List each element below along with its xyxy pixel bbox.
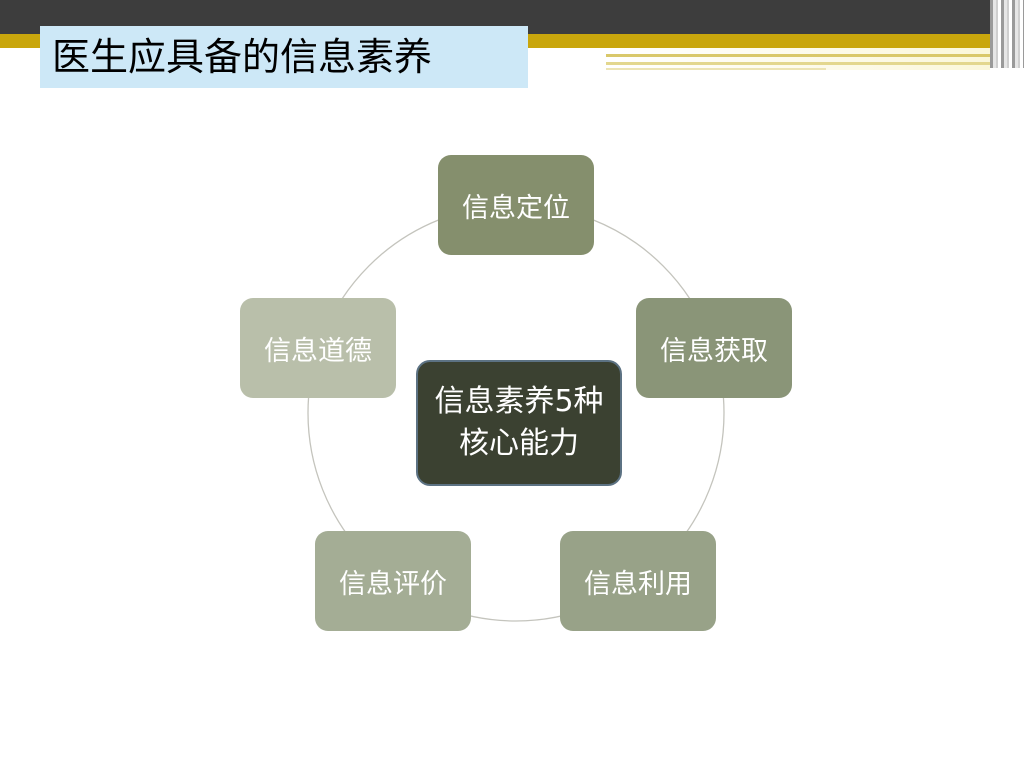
banner-line [606,62,990,65]
banner-line [606,68,826,70]
slide-title-box: 医生应具备的信息素养 [40,26,528,88]
node-info-acquisition: 信息获取 [636,298,792,398]
node-info-evaluation: 信息评价 [315,531,471,631]
banner-stripes [990,0,1024,68]
node-info-ethics: 信息道德 [240,298,396,398]
node-info-utilization: 信息利用 [560,531,716,631]
node-info-locating: 信息定位 [438,155,594,255]
slide-title: 医生应具备的信息素养 [52,35,433,79]
banner-line [606,54,990,57]
center-node: 信息素养5种核心能力 [416,360,622,486]
center-label: 信息素养5种核心能力 [434,384,604,461]
